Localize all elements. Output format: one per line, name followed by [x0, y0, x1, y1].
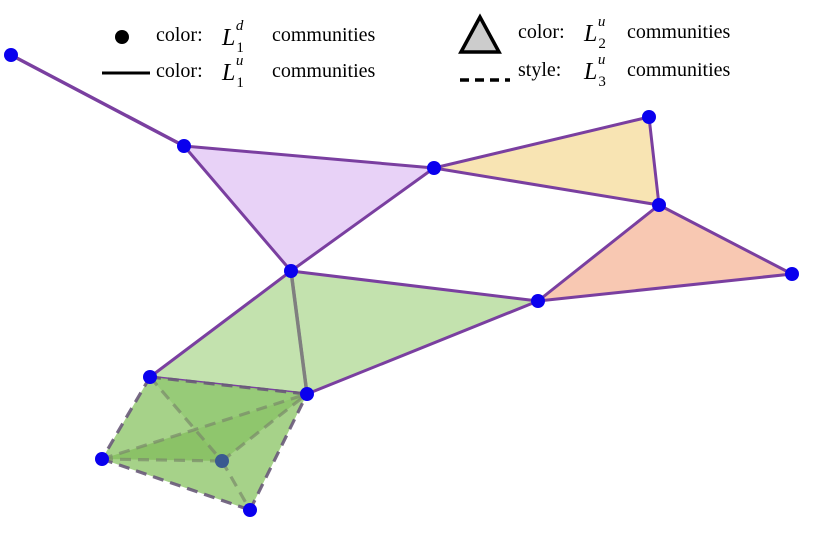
legend-prefix: color: [518, 21, 565, 43]
tetra-dashed-edge [248, 393, 309, 511]
legend-math: L1u [221, 53, 244, 91]
tetra-dashed-edge [221, 392, 308, 463]
node [4, 48, 18, 62]
tetra-dashed-edge [100, 376, 152, 460]
tetra-dashed-edge [220, 460, 252, 511]
lavender-triangle [182, 144, 436, 273]
legend-item-triangle-color: color: L2u communities [458, 13, 731, 54]
node [95, 452, 109, 466]
legend-prefix: color: [156, 60, 203, 82]
green-triangle-right [289, 269, 540, 396]
nodes [4, 48, 799, 517]
node [215, 454, 229, 468]
edges [9, 53, 309, 396]
legend-item-node-color: color: L1d communities [115, 18, 376, 56]
edge [9, 53, 186, 148]
legend-suffix: communities [627, 21, 731, 43]
node [531, 294, 545, 308]
faces [148, 115, 794, 396]
legend: color: L1d communities color: L1u commun… [102, 13, 731, 91]
tetra-dashed-edge [101, 457, 251, 512]
tetra-dashed-edge [149, 375, 308, 396]
legend-suffix: communities [272, 60, 376, 82]
node [785, 267, 799, 281]
node [300, 387, 314, 401]
salmon-triangle [536, 203, 794, 303]
green-triangle-left [148, 269, 309, 396]
legend-prefix: style: [518, 59, 561, 81]
node [243, 503, 257, 517]
legend-suffix: communities [627, 59, 731, 81]
legend-item-tetra-style: style: L3u communities [460, 52, 731, 90]
yellow-triangle [432, 115, 661, 207]
node [652, 198, 666, 212]
node [284, 264, 298, 278]
edge [289, 269, 309, 396]
legend-prefix: color: [156, 24, 203, 46]
legend-math: L2u [583, 14, 606, 52]
tetra-dashed-edge [148, 375, 224, 463]
node [143, 370, 157, 384]
legend-math: L1d [221, 18, 244, 56]
legend-triangle-marker [458, 13, 502, 54]
legend-math: L3u [583, 52, 606, 90]
legend-suffix: communities [272, 24, 376, 46]
node [642, 110, 656, 124]
node [427, 161, 441, 175]
legend-item-edge-color: color: L1u communities [102, 53, 376, 91]
tetra-dashed-edge [101, 457, 223, 463]
node [177, 139, 191, 153]
tetrahedron-community [100, 375, 309, 512]
legend-dot-marker [115, 30, 129, 44]
